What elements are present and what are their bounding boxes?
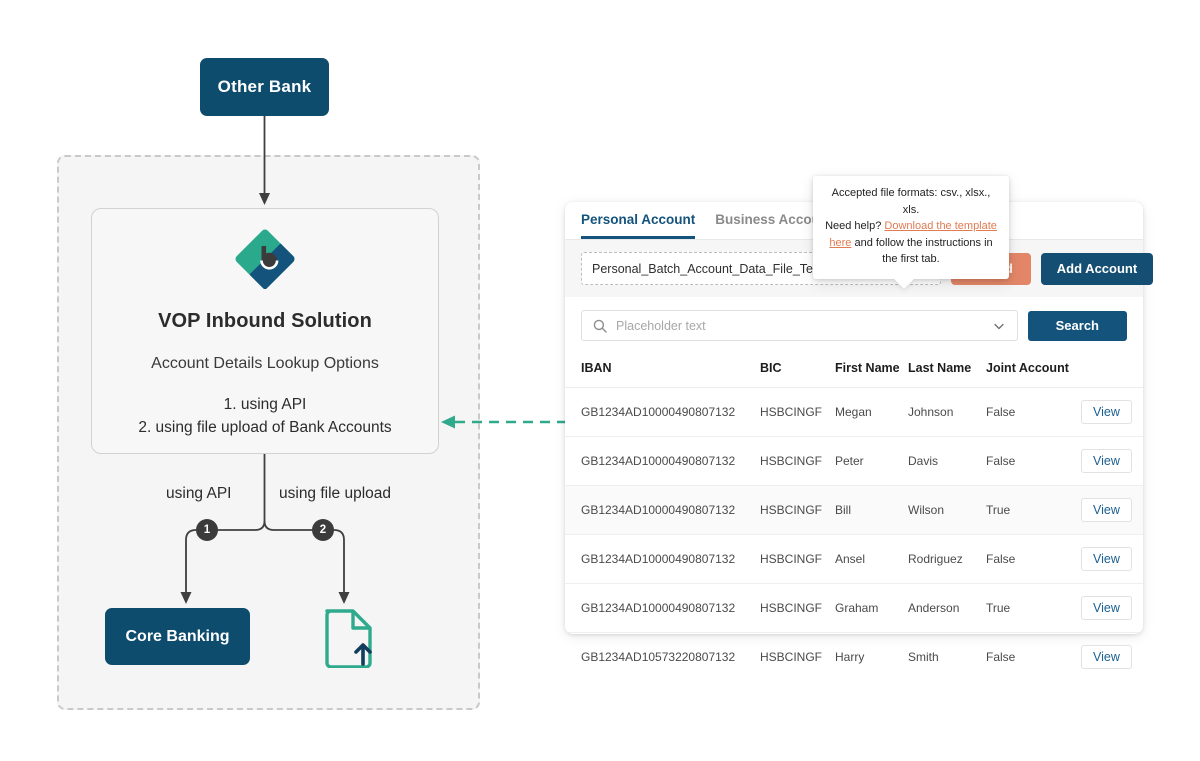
column-header-iban: IBAN bbox=[565, 351, 760, 388]
cell-bic: HSBCINGF bbox=[760, 650, 823, 664]
view-button[interactable]: View bbox=[1081, 449, 1132, 473]
file-upload-icon bbox=[322, 606, 380, 673]
vop-subtitle: Account Details Lookup Options bbox=[151, 355, 379, 372]
add-account-button[interactable]: Add Account bbox=[1040, 252, 1154, 285]
table-row[interactable]: GB1234AD10000490807132 HSBCINGF Bill Wil… bbox=[565, 485, 1143, 535]
other-bank-label: Other Bank bbox=[217, 77, 312, 96]
view-button[interactable]: View bbox=[1081, 547, 1132, 571]
cell-iban: GB1234AD10000490807132 bbox=[565, 436, 760, 486]
cell-bic: HSBCINGF bbox=[760, 436, 835, 486]
table-row[interactable]: GB1234AD10000490807132 HSBCINGF Ansel Ro… bbox=[565, 534, 1143, 584]
cell-first-name: Bill bbox=[835, 485, 908, 535]
search-button[interactable]: Search bbox=[1027, 310, 1127, 341]
cell-joint-account: False bbox=[986, 387, 1081, 437]
cell-bic: HSBCINGF bbox=[760, 387, 835, 437]
tab-personal-account-label: Personal Account bbox=[581, 212, 696, 227]
column-header-actions bbox=[1081, 351, 1143, 388]
cell-last-name: Rodriguez bbox=[908, 534, 986, 584]
cell-bic: HSBCINGF bbox=[760, 485, 835, 535]
vop-inbound-solution-card: VOP Inbound Solution Account Details Loo… bbox=[91, 208, 439, 454]
cell-iban: GB1234AD10000490807132 bbox=[565, 583, 760, 633]
cell-last-name: Davis bbox=[908, 436, 986, 486]
chevron-down-icon[interactable] bbox=[991, 318, 1007, 334]
cell-bic: HSBCINGF bbox=[760, 583, 835, 633]
tooltip-need-help-text: Need help? bbox=[825, 220, 882, 232]
accounts-table: IBAN BIC First Name Last Name Joint Acco… bbox=[565, 351, 1143, 681]
architecture-diagram: Other Bank VOP Inbound Solution Account … bbox=[0, 0, 595, 761]
view-button[interactable]: View bbox=[1081, 645, 1132, 669]
cell-iban: GB1234AD10000490807132 bbox=[565, 387, 760, 437]
file-name-text: Personal_Batch_Account_Data_File_Templat… bbox=[592, 261, 873, 276]
cell-last-name: Wilson bbox=[908, 485, 986, 535]
cell-joint-account: False bbox=[986, 436, 1081, 486]
view-button[interactable]: View bbox=[1081, 498, 1132, 522]
cell-iban: GB1234AD10573220807132 bbox=[581, 650, 736, 664]
cell-joint-account: True bbox=[986, 583, 1081, 633]
cell-joint-account: False bbox=[986, 650, 1016, 664]
search-placeholder: Placeholder text bbox=[616, 318, 706, 333]
cell-iban: GB1234AD10000490807132 bbox=[565, 534, 760, 584]
table-header-row: IBAN BIC First Name Last Name Joint Acco… bbox=[565, 351, 1143, 388]
search-input[interactable]: Placeholder text bbox=[581, 310, 1018, 341]
tab-business-account[interactable]: Business Account bbox=[715, 212, 832, 239]
column-header-joint-account: Joint Account bbox=[986, 351, 1081, 388]
cell-last-name: Smith bbox=[908, 650, 939, 664]
download-template-link[interactable]: Download the template here bbox=[829, 220, 997, 249]
cell-iban: GB1234AD10000490807132 bbox=[565, 485, 760, 535]
core-banking-node: Core Banking bbox=[105, 608, 250, 665]
cell-bic: HSBCINGF bbox=[760, 534, 835, 584]
table-row[interactable]: GB1234AD10000490807132 HSBCINGF Megan Jo… bbox=[565, 387, 1143, 437]
search-row: Placeholder text Search bbox=[565, 297, 1143, 347]
view-button[interactable]: View bbox=[1081, 596, 1132, 620]
tooltip-line-1: Accepted file formats: csv., xlsx., xls. bbox=[831, 187, 991, 216]
cell-first-name: Peter bbox=[835, 436, 908, 486]
branch-label-file-upload: using file upload bbox=[279, 485, 392, 502]
view-button[interactable]: View bbox=[1081, 400, 1132, 424]
table-row[interactable]: GB1234AD10573220807132 HSBCINGF Harry Sm… bbox=[565, 633, 1143, 682]
cell-first-name: Harry bbox=[835, 650, 865, 664]
step-badge-1: 1 bbox=[196, 519, 218, 541]
file-format-tooltip: Accepted file formats: csv., xlsx., xls.… bbox=[813, 176, 1009, 289]
diagram-connectors bbox=[180, 116, 350, 604]
feedback-arrow bbox=[441, 415, 595, 429]
tooltip-line-2: Need help? Download the template here an… bbox=[824, 218, 998, 268]
tooltip-suffix-text: and follow the instructions in the first… bbox=[854, 236, 993, 266]
branch-label-api: using API bbox=[166, 485, 232, 502]
cell-first-name: Graham bbox=[835, 583, 908, 633]
tab-personal-account[interactable]: Personal Account bbox=[581, 212, 695, 239]
column-header-bic: BIC bbox=[760, 351, 835, 388]
cell-first-name: Ansel bbox=[835, 534, 908, 584]
cell-last-name: Anderson bbox=[908, 583, 986, 633]
vop-option-2: 2. using file upload of Bank Accounts bbox=[138, 419, 392, 436]
table-body: GB1234AD10000490807132 HSBCINGF Megan Jo… bbox=[565, 387, 1143, 682]
vop-option-1: 1. using API bbox=[223, 396, 307, 413]
table-row[interactable]: GB1234AD10000490807132 HSBCINGF Graham A… bbox=[565, 583, 1143, 633]
cell-joint-account: True bbox=[986, 485, 1081, 535]
vop-title: VOP Inbound Solution bbox=[158, 310, 372, 332]
column-header-last-name: Last Name bbox=[908, 351, 986, 388]
other-bank-node: Other Bank bbox=[200, 58, 329, 116]
core-banking-label: Core Banking bbox=[125, 627, 230, 645]
step-badge-2: 2 bbox=[312, 519, 334, 541]
tab-business-account-label: Business Account bbox=[715, 212, 833, 227]
cell-last-name: Johnson bbox=[908, 387, 986, 437]
cell-first-name: Megan bbox=[835, 387, 908, 437]
backbase-b-logo bbox=[235, 229, 295, 294]
table-row[interactable]: GB1234AD10000490807132 HSBCINGF Peter Da… bbox=[565, 436, 1143, 486]
column-header-first-name: First Name bbox=[835, 351, 908, 388]
search-icon bbox=[592, 318, 608, 334]
cell-joint-account: False bbox=[986, 534, 1081, 584]
